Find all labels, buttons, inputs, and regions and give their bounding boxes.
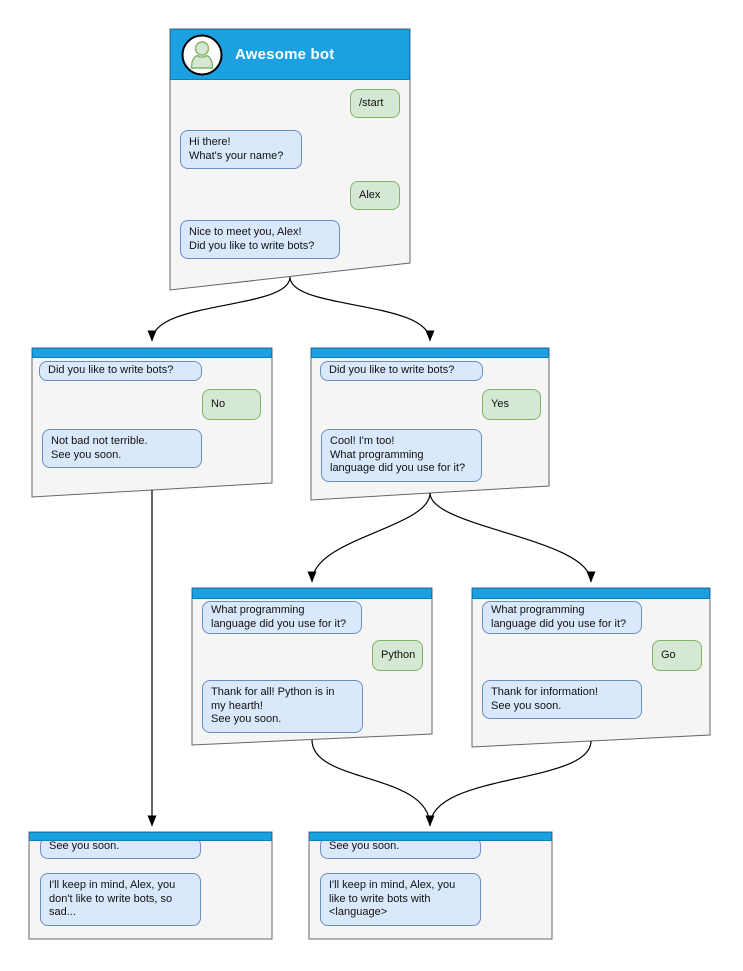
titlebar-end-lang bbox=[309, 832, 552, 841]
bot-reply-end-no: I'll keep in mind, Alex, you don't like … bbox=[40, 873, 201, 926]
bot-reply-python: Thank for all! Python is in my hearth! S… bbox=[202, 680, 363, 733]
window-title: Awesome bot bbox=[235, 46, 335, 63]
titlebar-branch-no bbox=[32, 348, 272, 358]
user-answer-yes: Yes bbox=[482, 389, 541, 420]
titlebar-lang-python bbox=[192, 588, 432, 599]
question-bubble: Did you like to write bots? bbox=[320, 361, 483, 381]
edge-start-to-no bbox=[147, 276, 291, 342]
bot-reply-go: Thank for information! See you soon. bbox=[482, 680, 642, 719]
titlebar-start: Awesome bot bbox=[170, 29, 410, 80]
user-message-name: Alex bbox=[350, 181, 400, 210]
user-message-start: /start bbox=[350, 89, 400, 118]
user-answer-python: Python bbox=[372, 640, 423, 671]
bot-reply-end-lang: I'll keep in mind, Alex, you like to wri… bbox=[320, 873, 481, 926]
question-bubble: See you soon. bbox=[40, 837, 201, 859]
question-bubble: What programming language did you use fo… bbox=[482, 601, 642, 634]
titlebar-end-no bbox=[29, 832, 272, 841]
titlebar-lang-go bbox=[472, 588, 710, 599]
question-bubble: Did you like to write bots? bbox=[39, 361, 202, 381]
bot-message-greeting: Hi there! What's your name? bbox=[180, 130, 302, 169]
bot-message-ask-bots: Nice to meet you, Alex! Did you like to … bbox=[180, 220, 340, 259]
user-answer-no: No bbox=[202, 389, 261, 420]
bot-reply-no: Not bad not terrible. See you soon. bbox=[42, 429, 202, 468]
user-answer-go: Go bbox=[652, 640, 702, 671]
edge-start-to-yes bbox=[289, 276, 435, 342]
edge-python-to-end bbox=[311, 739, 435, 827]
edge-yes-to-python bbox=[307, 492, 431, 583]
edge-go-to-end bbox=[429, 740, 592, 827]
bot-reply-yes: Cool! I'm too! What programming language… bbox=[321, 429, 482, 482]
edge-yes-to-go bbox=[429, 492, 596, 583]
question-bubble: What programming language did you use fo… bbox=[202, 601, 362, 634]
bot-avatar-icon bbox=[181, 34, 223, 76]
titlebar-branch-yes bbox=[311, 348, 549, 358]
